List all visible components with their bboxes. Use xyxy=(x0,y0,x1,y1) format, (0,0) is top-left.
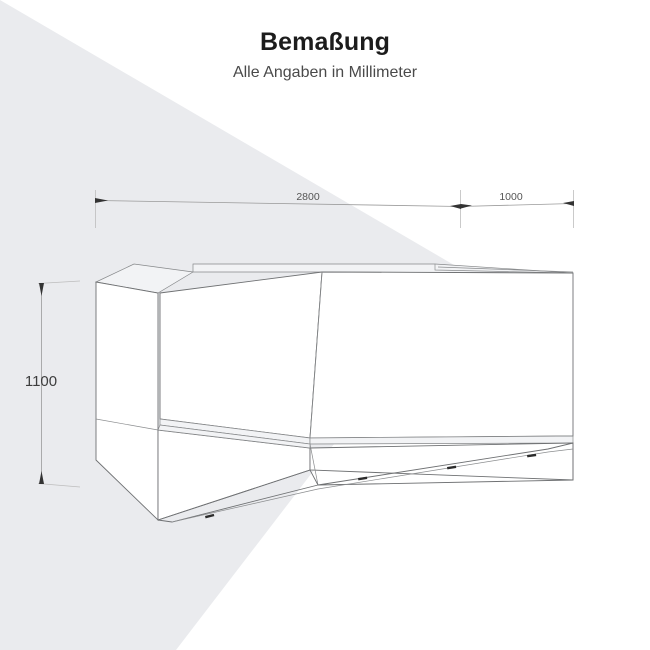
dimension-line-2800 xyxy=(95,200,461,207)
base-panel-right xyxy=(309,442,574,481)
handle-base-center xyxy=(358,476,368,481)
arrow-left-2800 xyxy=(95,198,108,203)
horizontal-dimension-group: 2800 1000 xyxy=(95,190,574,228)
arrow-right-1000 xyxy=(563,201,574,206)
front-corner-post xyxy=(309,271,323,439)
dimension-line-1000 xyxy=(460,203,574,207)
plinth-right xyxy=(317,442,574,486)
left-end-base-return xyxy=(157,424,311,449)
arrow-bottom-1100 xyxy=(39,471,44,484)
handle-base-left xyxy=(205,513,215,519)
ext-line-bottom xyxy=(37,483,81,488)
front-panel-right-upper xyxy=(309,271,574,439)
handle-base-far-right xyxy=(527,453,537,458)
ext-line-top xyxy=(37,280,81,284)
front-panel-left-upper xyxy=(159,271,323,439)
upper-shelf-step xyxy=(434,264,574,274)
upper-shelf-edge xyxy=(437,266,574,273)
vertical-dimension-group: 1100 xyxy=(25,280,81,488)
left-panel-plinth-line xyxy=(95,418,159,431)
ground-line-right xyxy=(547,448,574,453)
dimension-label-1000: 1000 xyxy=(499,191,523,203)
reception-counter-drawing xyxy=(94,263,574,523)
arrow-right-2800 xyxy=(450,204,461,209)
plinth-front-edge-left xyxy=(171,488,319,523)
dimension-label-1100: 1100 xyxy=(25,373,57,390)
base-corner-post xyxy=(309,443,319,486)
arrow-left-1000 xyxy=(461,204,472,209)
dimension-label-2800: 2800 xyxy=(296,191,320,203)
handle-base-right xyxy=(447,465,457,470)
plinth-front-edge-right xyxy=(317,451,549,490)
arrow-top-1100 xyxy=(39,283,44,296)
